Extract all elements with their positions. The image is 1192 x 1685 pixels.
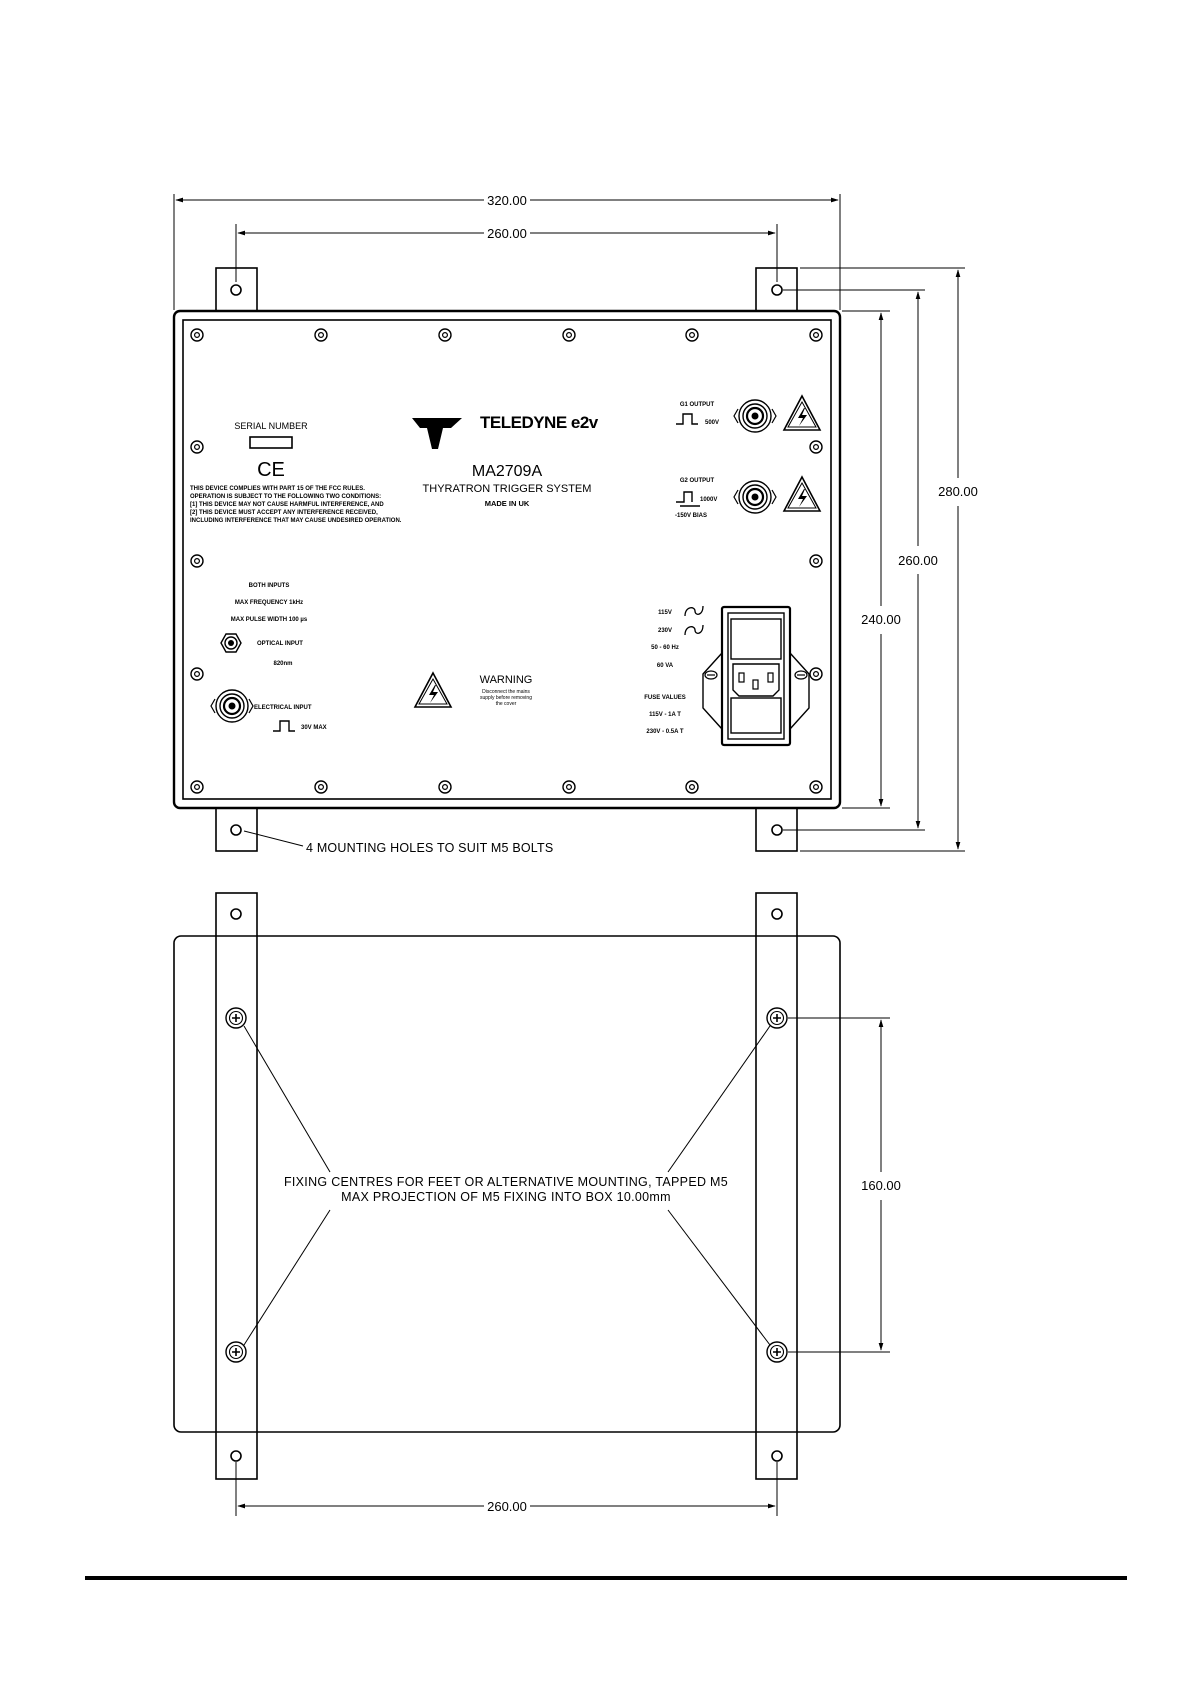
dim-280: 280.00 — [938, 484, 978, 499]
ce-mark: CE — [257, 459, 285, 481]
mounting-hole — [230, 824, 242, 836]
warning-line: Disconnect the mains — [482, 689, 530, 695]
product-name: THYRATRON TRIGGER SYSTEM — [423, 483, 592, 495]
g2-output-label: G2 OUTPUT — [680, 478, 715, 484]
ac-wave-icon — [684, 624, 704, 636]
fixing-screw — [766, 1007, 788, 1029]
electrical-input-label: ELECTRICAL INPUT — [254, 705, 312, 711]
brand-name: TELEDYNE e2v — [480, 413, 599, 432]
g2-bnc-connector — [732, 479, 778, 515]
max-frequency: MAX FREQUENCY 1kHz — [235, 600, 303, 606]
mounting-hole — [771, 1450, 783, 1462]
mounting-hole — [771, 908, 783, 920]
front-panel-outline — [172, 309, 842, 810]
pulse-icon — [675, 413, 699, 425]
dimension-fixing-height: 160.00 — [788, 1017, 901, 1353]
power-group: 115V 230V 50 - 60 Hz 60 VA FUSE VALUES 1… — [644, 605, 810, 747]
supply-power: 60 VA — [657, 663, 674, 669]
dimension-width-bottom: 260.00 — [235, 1462, 778, 1516]
front-view: 320.00 260.00 — [172, 193, 978, 855]
fixing-leaders — [243, 1025, 771, 1346]
g1-bnc-connector — [732, 398, 778, 434]
dim-320: 320.00 — [487, 193, 527, 208]
high-voltage-icon — [783, 476, 821, 512]
warning-line: supply before removing — [480, 695, 532, 701]
mounting-hole — [771, 824, 783, 836]
g1-voltage: 500V — [705, 420, 719, 426]
mounting-rail-left — [215, 892, 258, 1480]
dimension-width-overall: 320.00 — [173, 193, 841, 310]
fcc-line: THIS DEVICE COMPLIES WITH PART 15 OF THE… — [190, 486, 365, 492]
mounting-hole — [771, 284, 783, 296]
mounting-rail-right — [755, 892, 798, 1480]
optical-input-connector — [220, 633, 242, 653]
mounting-holes-text: 4 MOUNTING HOLES TO SUIT M5 BOLTS — [306, 841, 553, 855]
pulse-icon — [272, 720, 296, 732]
dimension-heights: 280.00 260.00 240.00 — [783, 267, 978, 852]
warning-line: the cover — [496, 701, 517, 707]
mounting-tabs — [215, 267, 798, 852]
electrical-max: 30V MAX — [301, 725, 327, 731]
high-voltage-icon — [783, 395, 821, 431]
warning-group: WARNING Disconnect the mains supply befo… — [414, 672, 533, 708]
optical-input-label: OPTICAL INPUT — [257, 641, 303, 647]
fcc-line: [1] THIS DEVICE MAY NOT CAUSE HARMFUL IN… — [190, 502, 384, 508]
inputs-title: BOTH INPUTS — [249, 583, 290, 589]
bottom-box-outline — [173, 935, 841, 1433]
mounting-holes-note: 4 MOUNTING HOLES TO SUIT M5 BOLTS — [243, 830, 553, 855]
mounting-hole — [230, 284, 242, 296]
g2-voltage: 1000V — [700, 497, 717, 503]
max-pulse-width: MAX PULSE WIDTH 100 µs — [231, 617, 308, 623]
optical-wavelength: 820nm — [273, 661, 292, 667]
ac-wave-icon — [684, 605, 704, 617]
pulse-icon — [676, 491, 700, 507]
fixing-note-line1: FIXING CENTRES FOR FEET OR ALTERNATIVE M… — [284, 1175, 728, 1189]
fuse-115: 115V - 1A T — [649, 712, 681, 718]
teledyne-logo-icon — [412, 418, 462, 449]
supply-230: 230V — [658, 628, 672, 634]
g1-output-group: G1 OUTPUT 500V — [675, 395, 821, 434]
supply-115: 115V — [658, 610, 672, 616]
made-in: MADE IN UK — [485, 499, 530, 508]
fcc-line: OPERATION IS SUBJECT TO THE FOLLOWING TW… — [190, 494, 381, 500]
model-number: MA2709A — [472, 463, 543, 480]
fuse-230: 230V - 0.5A T — [646, 729, 683, 735]
dim-160: 160.00 — [861, 1178, 901, 1193]
inputs-group: BOTH INPUTS MAX FREQUENCY 1kHz MAX PULSE… — [209, 583, 327, 732]
g2-bias: -150V BIAS — [675, 513, 707, 519]
mounting-hole — [230, 908, 242, 920]
serial-label: SERIAL NUMBER — [234, 421, 308, 431]
front-panel-inner — [182, 319, 832, 800]
fixing-screw — [225, 1341, 247, 1363]
g2-output-group: G2 OUTPUT 1000V -150V BIAS — [675, 476, 821, 519]
electrical-bnc-connector — [209, 688, 255, 724]
fixing-screw — [225, 1007, 247, 1029]
teledyne-logo: TELEDYNE e2v — [412, 413, 599, 449]
fcc-line: [2] THIS DEVICE MUST ACCEPT ANY INTERFER… — [190, 510, 378, 516]
dimension-width-holes: 260.00 — [235, 224, 778, 282]
warning-icon — [414, 672, 452, 708]
serial-number-plate — [249, 436, 293, 449]
fcc-statement: THIS DEVICE COMPLIES WITH PART 15 OF THE… — [190, 486, 402, 524]
fcc-line: INCLUDING INTERFERENCE THAT MAY CAUSE UN… — [190, 518, 402, 524]
fuse-title: FUSE VALUES — [644, 695, 686, 701]
dim-260-side: 260.00 — [898, 553, 938, 568]
mounting-hole — [230, 1450, 242, 1462]
dim-260-bottom: 260.00 — [487, 1499, 527, 1514]
supply-frequency: 50 - 60 Hz — [651, 645, 679, 651]
fixing-note-line2: MAX PROJECTION OF M5 FIXING INTO BOX 10.… — [341, 1190, 671, 1204]
dim-260-top: 260.00 — [487, 226, 527, 241]
bottom-view: FIXING CENTRES FOR FEET OR ALTERNATIVE M… — [173, 892, 901, 1516]
g1-output-label: G1 OUTPUT — [680, 402, 715, 408]
warning-title: WARNING — [480, 674, 533, 686]
iec-power-inlet — [702, 605, 810, 747]
dim-240: 240.00 — [861, 612, 901, 627]
